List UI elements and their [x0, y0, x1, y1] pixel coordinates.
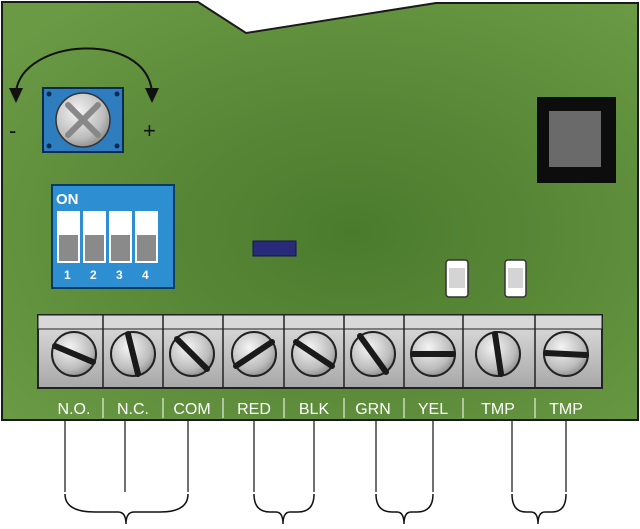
- terminal-screw-6[interactable]: [350, 331, 396, 377]
- terminal-screw-4[interactable]: [231, 331, 277, 377]
- terminal-label-blk: BLK: [299, 401, 330, 418]
- dip-switch-4-label: 4: [142, 268, 149, 282]
- dip-switch-1[interactable]: 1: [57, 211, 80, 282]
- terminal-label-tmp-1: TMP: [481, 401, 515, 418]
- dip-switch-2[interactable]: 2: [83, 211, 106, 282]
- wire-leads: [64, 421, 567, 492]
- arrow-right-head-icon: [145, 88, 159, 103]
- potentiometer[interactable]: [42, 87, 124, 153]
- smd-component-right: [504, 259, 527, 298]
- dip-switch-3[interactable]: 3: [109, 211, 132, 282]
- terminal-screw-3[interactable]: [169, 331, 215, 377]
- dip-switch: ON 1 2 3 4: [51, 184, 175, 289]
- terminal-screw-1[interactable]: [51, 331, 97, 377]
- dip-on-label: ON: [56, 191, 79, 208]
- terminal-screw-2[interactable]: [110, 331, 156, 377]
- dip-switch-1-label: 1: [64, 268, 71, 282]
- terminal-label-nc: N.C.: [117, 401, 149, 418]
- pot-plus-label: +: [143, 118, 156, 143]
- arrow-left-head-icon: [9, 88, 23, 103]
- terminal-label-grn: GRN: [355, 401, 391, 418]
- led: [252, 240, 297, 257]
- dip-switch-2-label: 2: [90, 268, 97, 282]
- terminal-label-com: COM: [173, 401, 210, 418]
- terminal-screw-9[interactable]: [543, 331, 589, 377]
- terminal-screw-7[interactable]: [410, 331, 456, 377]
- brace-signal-group: [375, 493, 434, 525]
- adjust-arrow-icon: [15, 47, 153, 93]
- dip-switch-4[interactable]: 4: [135, 211, 158, 282]
- pot-minus-label: -: [9, 118, 16, 143]
- brace-tamper-group: [511, 493, 567, 525]
- smd-component-left: [445, 259, 469, 298]
- brace-relay-group: [64, 493, 189, 525]
- terminal-label-yel: YEL: [418, 401, 448, 418]
- ic-chip: [537, 97, 616, 183]
- dip-switch-3-label: 3: [116, 268, 123, 282]
- label-separators: [102, 398, 536, 418]
- brace-power-group: [253, 493, 315, 525]
- terminal-label-no: N.O.: [58, 401, 91, 418]
- terminal-screw-8[interactable]: [475, 331, 521, 377]
- terminal-label-tmp-2: TMP: [549, 401, 583, 418]
- terminal-label-red: RED: [237, 401, 271, 418]
- terminal-screw-5[interactable]: [291, 331, 337, 377]
